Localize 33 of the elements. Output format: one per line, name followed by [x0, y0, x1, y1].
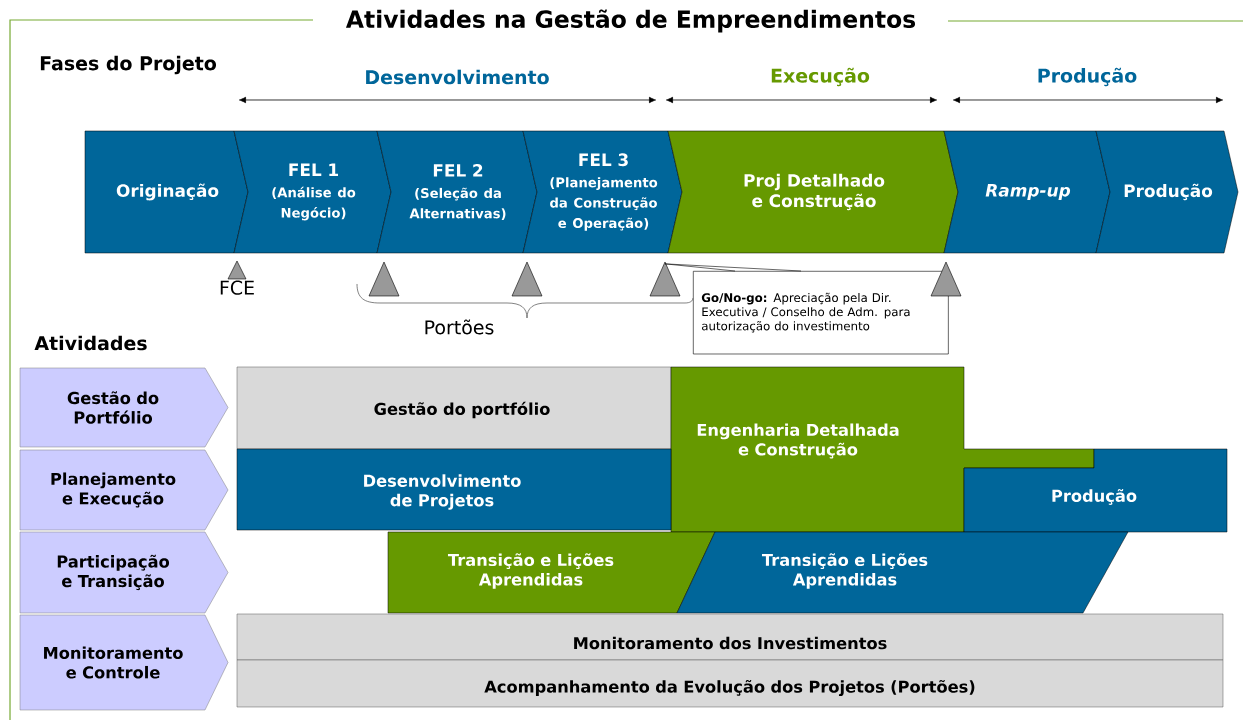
node-label: Produção [1124, 183, 1213, 201]
activity-header: Monitoramento e Controle [19, 614, 229, 711]
gate-triangle [649, 261, 681, 297]
activity-bar: Acompanhamento da Evolução dos Projetos (Portões) [236, 659, 1224, 708]
gate-triangle [511, 261, 543, 297]
phase-step: Originação [84, 130, 249, 254]
phase-step: FEL 3 (Planejamento da Construção e Operação) [522, 130, 683, 254]
activity-area: Desenvolvimento de Projetos [236, 448, 672, 531]
gate-triangle [227, 260, 247, 280]
section-heading: Fases do Projeto [40, 55, 216, 75]
activity-header: Participação e Transição [19, 531, 229, 614]
activity-area: Gestão do portfólio [236, 366, 672, 450]
gate-label: FCE [220, 280, 254, 295]
gate-triangle [930, 261, 962, 297]
activity-header: Gestão do Portfólio [19, 367, 229, 448]
phase-step: Proj Detalhado e Construção [667, 130, 959, 254]
leader-line [664, 263, 802, 272]
phase-step: Produção [1095, 130, 1239, 254]
phase-label: Produção [1038, 67, 1137, 87]
bracket-label: Portões [425, 319, 494, 335]
activity-area: Transição e Lições Aprendidas [387, 531, 716, 614]
phase-step: Ramp-up [943, 130, 1111, 254]
activity-area: Produção [963, 448, 1228, 533]
phase-label: Desenvolvimento [366, 69, 549, 85]
phase-label: Execução [771, 67, 870, 87]
title: Atividades na Gestão de Empreendimentos [345, 9, 916, 33]
activity-bar: Monitoramento dos Investimentos [236, 613, 1224, 661]
phase-step: FEL 2 (Seleção da Alternativas) [376, 130, 538, 254]
phase-step: FEL 1 (Análise do Negócio) [233, 130, 392, 254]
activity-area: Transição e Lições Aprendidas [676, 531, 1129, 614]
activity-header: Planejamento e Execução [19, 449, 229, 531]
callout-box: Go/No-go: Apreciação pela Dir. Executiva / Conselho de Adm. para autorização do investimento [693, 271, 949, 355]
gate-triangle [368, 261, 400, 297]
